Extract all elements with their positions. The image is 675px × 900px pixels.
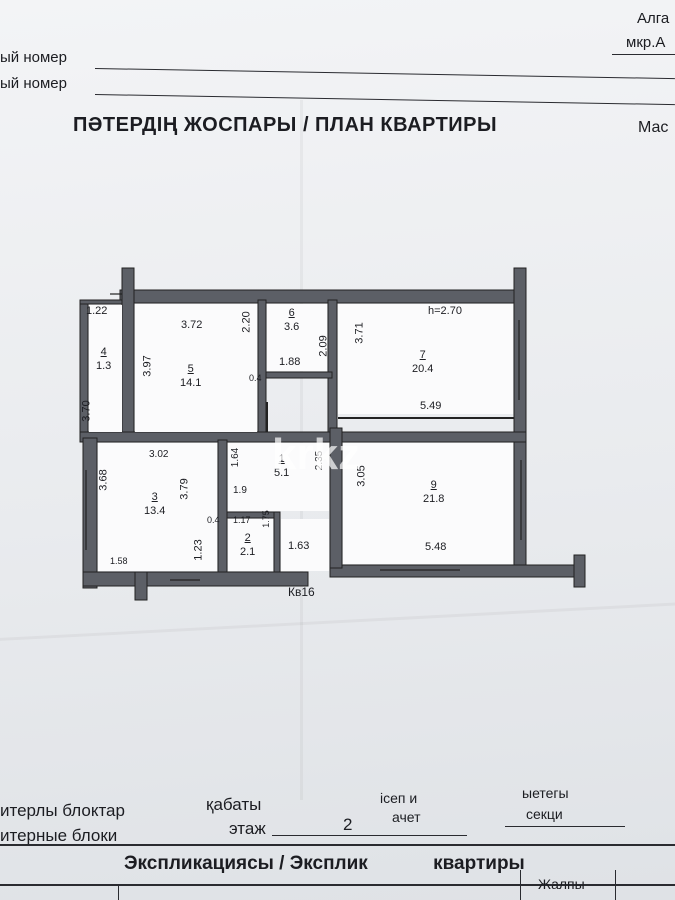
room-2-number: 2 — [244, 532, 251, 544]
room-5-area: 14.1 — [180, 377, 202, 389]
dim-1-17: 1.17 — [233, 515, 251, 525]
dim-2-09: 2.09 — [317, 335, 330, 357]
dim-1-88: 1.88 — [279, 356, 301, 368]
dim-small: 1.9 — [233, 485, 247, 496]
field1-label: ый номер — [0, 49, 67, 66]
room-1-area: 5.1 — [274, 467, 290, 479]
walls — [79, 267, 586, 601]
blocks-label-ru: итерные блоки — [0, 826, 118, 845]
dim-1-23: 1.23 — [192, 539, 205, 561]
dim-3-79: 3.79 — [178, 478, 191, 500]
dim-5-49: 5.49 — [420, 400, 442, 412]
watermark: krkz — [272, 430, 361, 479]
field2-label: ый номер — [0, 75, 67, 92]
dim-0-4-b: 0.4 — [207, 515, 220, 525]
dim-3-68: 3.68 — [97, 469, 110, 491]
floor-value: 2 — [343, 815, 353, 834]
floor-label-kz: қабаты — [206, 795, 262, 814]
ceiling-height: h=2.70 — [428, 305, 462, 317]
dim-1-64: 1.64 — [230, 447, 242, 468]
room-2-label: 2 2.1 — [240, 531, 255, 559]
document-title: ПӘТЕРДІҢ ЖОСПАРЫ / ПЛАН КВАРТИРЫ — [73, 114, 498, 136]
room-4-label: 4 1.3 — [96, 345, 111, 373]
table-col-divider-1 — [118, 884, 119, 900]
room-4-number: 4 — [100, 346, 107, 358]
room-3-area: 13.4 — [144, 505, 166, 517]
dim-3-70: 3.70 — [80, 400, 93, 422]
room-5-label: 5 14.1 — [180, 362, 201, 390]
room-4-area: 1.3 — [96, 360, 112, 372]
explication-title-suffix: квартиры — [433, 853, 525, 874]
room-1-label: 1 5.1 — [274, 452, 289, 480]
apartment-label: Кв16 — [288, 585, 315, 599]
room-9-number: 9 — [430, 479, 437, 491]
room-1-number: 1 — [278, 453, 285, 465]
district-label: мкр.А — [626, 34, 666, 51]
explication-title: Экспликациясы / Эксплик квартиры — [124, 853, 525, 875]
room-9-label: 9 21.8 — [423, 478, 444, 506]
col2-label-kz: ісеп и — [380, 790, 418, 806]
city-label: Алга — [637, 10, 670, 27]
partitions — [266, 402, 514, 432]
blocks-label-kz: итерлы блоктар — [0, 801, 125, 820]
room-7-area: 20.4 — [412, 363, 434, 375]
room-9-area: 21.8 — [423, 493, 445, 505]
dim-1-58: 1.58 — [110, 556, 128, 566]
dim-3-97: 3.97 — [141, 355, 154, 377]
room-6-area: 3.6 — [284, 321, 300, 333]
dim-2-20: 2.20 — [240, 311, 253, 333]
district-underline — [612, 54, 675, 55]
floor-underline — [272, 835, 467, 836]
room-6-label: 6 3.6 — [284, 306, 299, 334]
floor-label-ru: этаж — [229, 819, 266, 838]
explication-title-text: Экспликациясы / Эксплик — [124, 853, 368, 874]
dim-3-71: 3.71 — [353, 322, 366, 344]
dim-0-4-a: 0.4 — [249, 373, 262, 383]
room-3-number: 3 — [151, 491, 158, 503]
scale-label: Мас — [638, 119, 669, 136]
room-7-label: 7 20.4 — [412, 348, 433, 376]
dim-1-75: 1.75 — [260, 510, 271, 528]
room-7-number: 7 — [419, 349, 426, 361]
col2-label-ru: ачет — [392, 809, 421, 825]
table-col-divider-2 — [520, 870, 521, 900]
table-col-divider-3 — [615, 870, 616, 900]
room-fills — [89, 304, 513, 571]
room-2-area: 2.1 — [240, 546, 256, 558]
windows — [85, 293, 522, 581]
col3-label-kz: ыетегы — [522, 785, 569, 801]
total-column-header: Жалпы — [538, 876, 585, 892]
dim-1-63: 1.63 — [288, 540, 310, 552]
room-3-label: 3 13.4 — [144, 490, 165, 518]
room-6-number: 6 — [288, 307, 295, 319]
col3-underline — [505, 826, 625, 827]
dim-upper-hall: 3.02 — [149, 449, 169, 460]
room-5-number: 5 — [187, 363, 194, 375]
dim-3-72: 3.72 — [181, 319, 203, 331]
table-top-border — [0, 844, 675, 846]
col3-label-ru: секци — [526, 806, 563, 822]
table-header-border — [0, 884, 675, 886]
dim-1-22: 1.22 — [86, 305, 108, 317]
dim-5-48: 5.48 — [425, 541, 447, 553]
